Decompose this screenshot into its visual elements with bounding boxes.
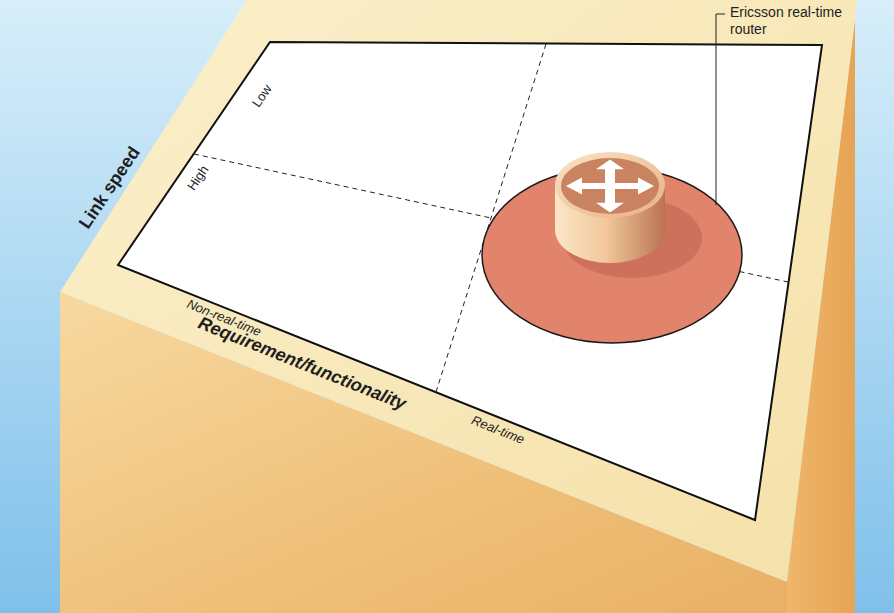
router-symbol (482, 152, 742, 343)
leader-line (716, 14, 725, 205)
callout-label: Ericsson real-time router (730, 4, 860, 38)
axis-title: Link speed (75, 143, 145, 233)
axis-value: High (184, 163, 212, 194)
pillar-top-face (60, 0, 858, 582)
axis-value: Real-time (469, 412, 526, 447)
axis-value: Low (249, 82, 275, 111)
axis-title: Requirement/functionality (195, 313, 409, 416)
